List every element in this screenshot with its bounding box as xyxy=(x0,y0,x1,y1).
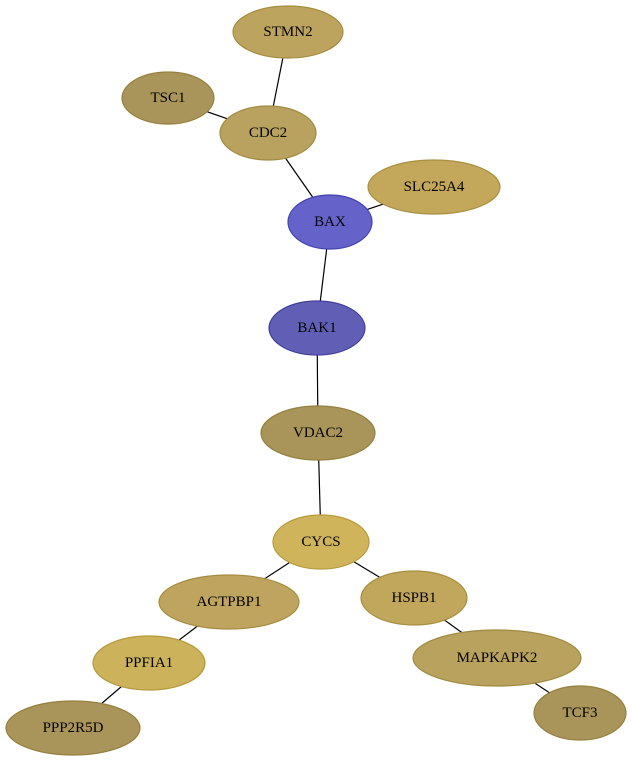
node-ellipse xyxy=(287,194,373,250)
node-label: CDC2 xyxy=(249,125,287,141)
node-ellipse xyxy=(232,5,344,59)
node-bax[interactable]: BAX xyxy=(287,194,373,250)
node-mapkapk2[interactable]: MAPKAPK2 xyxy=(412,629,582,687)
node-label: STMN2 xyxy=(263,24,312,40)
node-ellipse xyxy=(367,159,501,215)
node-label: PPP2R5D xyxy=(43,720,104,736)
node-bak1[interactable]: BAK1 xyxy=(268,300,366,356)
node-slc25a4[interactable]: SLC25A4 xyxy=(367,159,501,215)
node-label: SLC25A4 xyxy=(404,179,465,195)
edge-layer xyxy=(72,31,581,729)
node-label: AGTPBP1 xyxy=(196,594,261,610)
node-tsc1[interactable]: TSC1 xyxy=(121,71,215,125)
node-label: HSPB1 xyxy=(391,590,436,606)
node-ellipse xyxy=(360,570,468,626)
node-ellipse xyxy=(268,300,366,356)
node-agtpbp1[interactable]: AGTPBP1 xyxy=(158,574,300,630)
node-label: BAK1 xyxy=(297,320,336,336)
node-ellipse xyxy=(219,105,317,161)
node-label: VDAC2 xyxy=(293,425,343,441)
node-ppfia1[interactable]: PPFIA1 xyxy=(92,635,206,691)
node-cdc2[interactable]: CDC2 xyxy=(219,105,317,161)
node-vdac2[interactable]: VDAC2 xyxy=(260,405,376,461)
node-ellipse xyxy=(92,635,206,691)
node-ellipse xyxy=(412,629,582,687)
node-ellipse xyxy=(272,514,370,570)
node-label: TCF3 xyxy=(562,705,597,721)
node-label: CYCS xyxy=(301,534,340,550)
node-ellipse xyxy=(121,71,215,125)
node-label: BAX xyxy=(314,214,346,230)
node-ellipse xyxy=(533,685,627,741)
node-stmn2[interactable]: STMN2 xyxy=(232,5,344,59)
node-cycs[interactable]: CYCS xyxy=(272,514,370,570)
node-ellipse xyxy=(158,574,300,630)
node-label: PPFIA1 xyxy=(125,655,173,671)
node-label: MAPKAPK2 xyxy=(457,650,538,666)
node-ellipse xyxy=(5,700,141,756)
node-label: TSC1 xyxy=(150,90,185,106)
node-ppp2r5d[interactable]: PPP2R5D xyxy=(5,700,141,756)
node-hspb1[interactable]: HSPB1 xyxy=(360,570,468,626)
node-ellipse xyxy=(260,405,376,461)
node-tcf3[interactable]: TCF3 xyxy=(533,685,627,741)
